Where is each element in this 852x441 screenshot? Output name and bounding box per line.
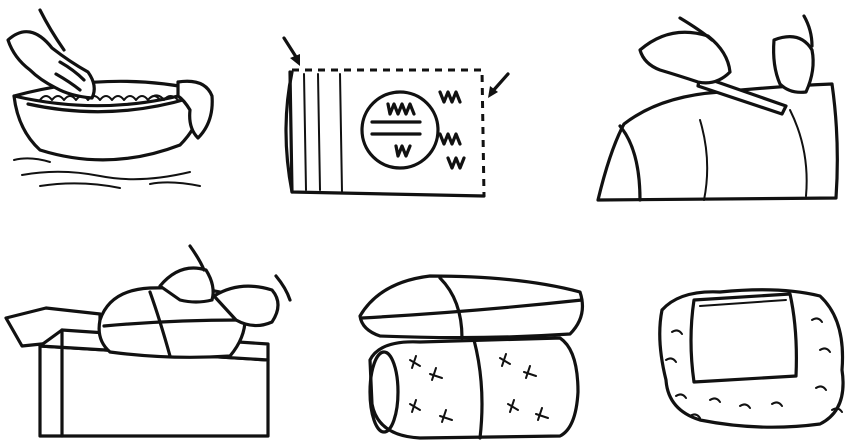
panel-pack-in-box <box>6 246 290 436</box>
panel-tied-bundles <box>360 276 582 438</box>
panel-cut-bag <box>598 16 837 200</box>
panel-sealed-bag <box>284 38 508 196</box>
panel-fleece-wrapped-pack <box>660 290 843 427</box>
panel-wash-in-bowl <box>8 10 212 188</box>
